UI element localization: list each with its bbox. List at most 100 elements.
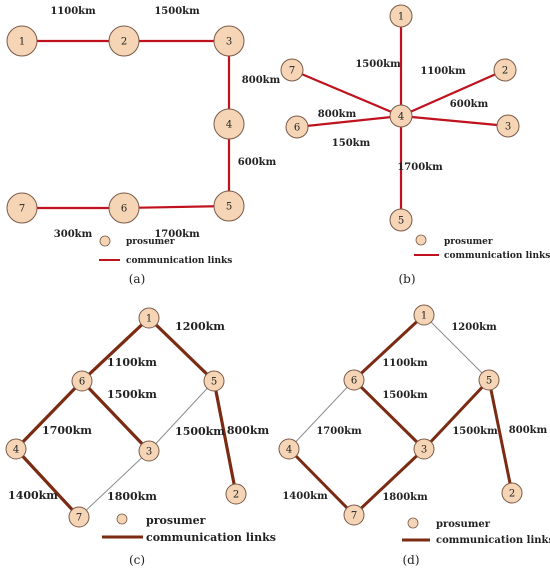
node-circle (493, 58, 517, 82)
edges-layer (14, 16, 514, 519)
panel-b-node-1: 1 (389, 4, 413, 28)
panel-c-edge-3-7 (78, 450, 150, 518)
node-circle (5, 438, 27, 460)
edge-distance-label: 1500km (107, 388, 157, 401)
panel-a-edges (22, 39, 231, 210)
node-label: 3 (146, 447, 152, 458)
node-label: 5 (211, 377, 217, 388)
panel-d-edges (287, 313, 514, 517)
node-circle (108, 25, 140, 57)
legend-links-label: communication links (444, 251, 550, 261)
legend-links-label: communication links (146, 531, 276, 544)
node-circle (213, 25, 245, 57)
node-label: 1 (19, 37, 25, 48)
node-label: 1 (398, 12, 404, 23)
node-label: 4 (398, 112, 404, 123)
panel-c-node-4: 4 (5, 438, 27, 460)
node-circle (496, 114, 520, 138)
panel-d-node-5: 5 (478, 369, 500, 391)
node-label: 7 (19, 204, 25, 215)
node-circle (138, 307, 160, 329)
node-label: 3 (226, 37, 232, 48)
node-circle (285, 115, 309, 139)
node-label: 5 (398, 216, 404, 227)
edge-distance-label: 1200km (175, 320, 225, 333)
panel-a-edge-5-6 (123, 204, 230, 210)
panel-d-node-1: 1 (413, 304, 435, 326)
node-label: 6 (121, 204, 127, 215)
node-circle (203, 370, 225, 392)
node-label: 1 (146, 314, 152, 325)
node-label: 3 (505, 122, 511, 133)
panel-c-node-6: 6 (71, 370, 93, 392)
edge-distance-label: 800km (242, 75, 281, 86)
panel-d-edge-3-7 (352, 447, 426, 517)
node-label: 2 (509, 489, 515, 500)
panel-b-edges (291, 16, 509, 220)
node-circle (343, 504, 365, 526)
panel-d-caption: (d) (402, 553, 419, 567)
node-circle (138, 440, 160, 462)
legend-prosumer-label: prosumer (444, 237, 493, 247)
panel-b-node-3: 3 (496, 114, 520, 138)
node-circle (413, 438, 435, 460)
panel-d-node-6: 6 (343, 369, 365, 391)
node-label: 3 (421, 445, 427, 456)
edge-distance-label: 1400km (8, 489, 58, 502)
node-label: 7 (289, 66, 295, 77)
node-circle (389, 104, 413, 128)
panel-c-edge-1-6 (80, 316, 151, 383)
panel-c-caption: (c) (129, 553, 145, 567)
node-label: 1 (421, 311, 427, 322)
panel-a-node-6: 6 (108, 192, 140, 224)
edge-distance-label: 1700km (397, 162, 443, 173)
panel-c-node-5: 5 (203, 370, 225, 392)
panel-d-node-7: 7 (343, 504, 365, 526)
node-circle (478, 369, 500, 391)
prosumer-legend-icon (415, 234, 427, 246)
panel-d-edge-1-6 (352, 313, 426, 382)
edge-distance-label: 150km (332, 138, 371, 149)
edge-distance-label: 300km (54, 229, 93, 240)
node-circle (501, 482, 523, 504)
panel-b-caption: (b) (398, 272, 415, 286)
node-circle (6, 192, 38, 224)
edge-distance-label: 1100km (382, 358, 428, 369)
node-circle (6, 25, 38, 57)
node-label: 5 (226, 202, 232, 213)
panel-b-edge-4-2 (400, 68, 506, 118)
panel-c-node-2: 2 (225, 483, 247, 505)
node-label: 4 (13, 445, 19, 456)
edge-distance-label: 1700km (42, 424, 92, 437)
node-circle (413, 304, 435, 326)
node-circle (213, 108, 245, 140)
captions-layer: (a)(b)(c)(d) (129, 272, 420, 567)
panel-b-legend: prosumer communication links (414, 234, 550, 261)
legend-prosumer-label: prosumer (146, 514, 206, 527)
labels-layer: 1100km 1500km 800km 600km 1700km 300km 1500km 1… (8, 6, 548, 503)
node-circle (213, 190, 245, 222)
edge-distance-label: 600km (238, 157, 277, 168)
node-label: 2 (502, 66, 508, 77)
edge-distance-label: 1500km (175, 425, 225, 438)
node-label: 4 (286, 445, 292, 456)
node-circle (343, 369, 365, 391)
node-label: 6 (351, 376, 357, 387)
node-label: 2 (121, 37, 127, 48)
node-label: 6 (294, 123, 300, 134)
panel-b-edge-4-7 (291, 68, 402, 118)
panel-d-edge-6-4 (288, 379, 355, 450)
panel-d-edge-6-3 (352, 378, 426, 451)
panel-d-edge-4-7 (287, 447, 356, 517)
node-circle (389, 208, 413, 232)
panel-c-edge-6-4 (14, 379, 84, 451)
panel-b-node-6: 6 (285, 115, 309, 139)
node-circle (71, 370, 93, 392)
